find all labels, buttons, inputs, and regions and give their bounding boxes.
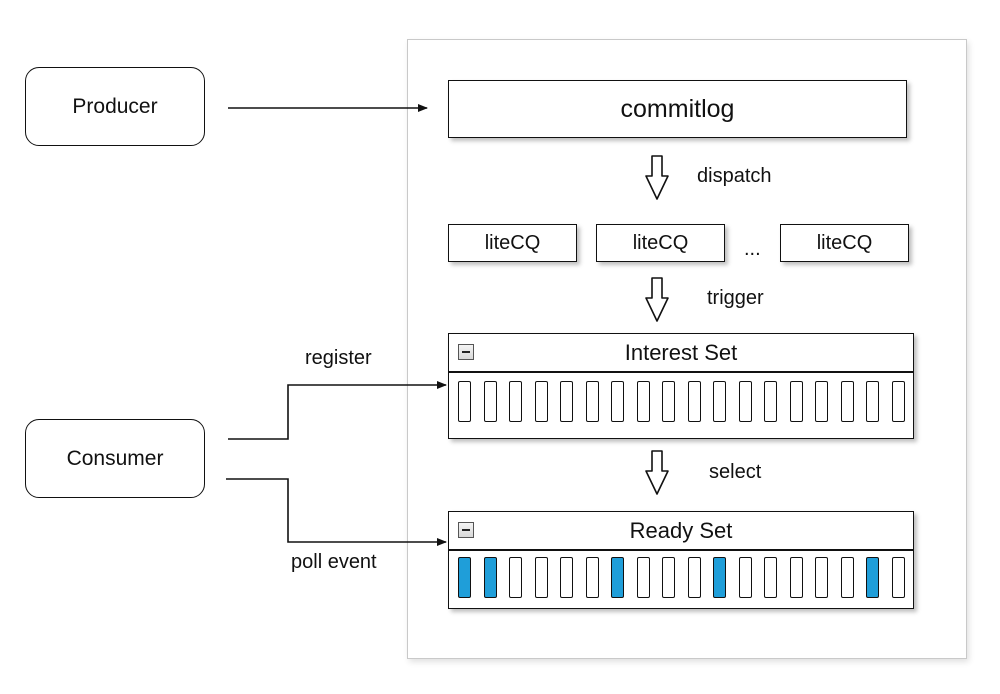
select-label: select [709, 461, 762, 483]
interest-slot [636, 381, 650, 422]
trigger-arrow-icon [645, 277, 669, 322]
litecq-node-2[interactable]: liteCQ [596, 224, 725, 262]
ready-slot [738, 557, 752, 598]
interest-slot [866, 381, 879, 422]
interest-slot [585, 381, 599, 422]
interest-slot [713, 381, 726, 422]
producer-node[interactable]: Producer [25, 67, 205, 146]
ready-slot [585, 557, 599, 598]
trigger-label: trigger [707, 287, 764, 309]
interest-slot [840, 381, 854, 422]
dispatch-arrow-icon [645, 155, 669, 200]
ready-slot [534, 557, 548, 598]
interest-slot [509, 381, 522, 422]
litecq-ellipsis: ... [744, 238, 761, 260]
interest-slot [764, 381, 777, 422]
interest-set-title: Interest Set [624, 339, 738, 365]
interest-slot [662, 381, 675, 422]
consumer-node[interactable]: Consumer [25, 419, 205, 498]
ready-slot [662, 557, 675, 598]
ready-slot-active [866, 557, 879, 598]
interest-slot [611, 381, 624, 422]
ready-slot-active [483, 557, 497, 598]
select-arrow-icon [645, 450, 669, 495]
interest-slot [458, 381, 471, 422]
ready-set-title: Ready Set [629, 517, 733, 543]
interest-slot [738, 381, 752, 422]
commitlog-node[interactable]: commitlog [448, 80, 907, 138]
ready-slot [891, 557, 905, 598]
interest-slot [534, 381, 548, 422]
ready-slot-active [713, 557, 726, 598]
ready-set-header: Ready Set [449, 512, 913, 550]
poll-event-arrow [226, 478, 447, 546]
interest-set-slots [449, 372, 913, 438]
ready-slot [815, 557, 828, 598]
dispatch-label: dispatch [697, 165, 772, 187]
interest-set-panel: Interest Set [448, 333, 914, 439]
ready-slot [764, 557, 777, 598]
interest-slot [891, 381, 905, 422]
ready-slot [840, 557, 854, 598]
interest-slot [687, 381, 701, 422]
poll-event-label: poll event [291, 551, 377, 573]
collapse-icon[interactable] [458, 522, 474, 538]
collapse-icon[interactable] [458, 344, 474, 360]
interest-slot [815, 381, 828, 422]
ready-slot [789, 557, 803, 598]
litecq-node-3[interactable]: liteCQ [780, 224, 909, 262]
ready-set-panel: Ready Set [448, 511, 914, 609]
interest-slot [560, 381, 573, 422]
litecq-node-1[interactable]: liteCQ [448, 224, 577, 262]
interest-slot [789, 381, 803, 422]
ready-slot-active [458, 557, 471, 598]
ready-slot-active [611, 557, 624, 598]
ready-slot [687, 557, 701, 598]
ready-set-slots [449, 550, 913, 608]
ready-slot [560, 557, 573, 598]
register-arrow [228, 381, 447, 440]
ready-slot [509, 557, 522, 598]
interest-slot [483, 381, 497, 422]
ready-slot [636, 557, 650, 598]
interest-set-header: Interest Set [449, 334, 913, 372]
register-label: register [305, 347, 372, 369]
